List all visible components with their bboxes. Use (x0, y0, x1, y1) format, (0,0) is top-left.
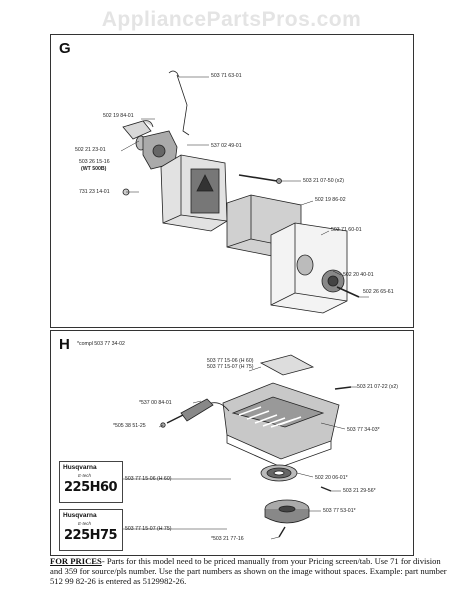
part-label: 503 21 07-50 (x2) (303, 178, 344, 184)
badge-part-label: 503 77 15-07 (H 75) (125, 526, 172, 532)
part-label: *505 38 51-25 (113, 423, 146, 429)
starter-rope (210, 402, 230, 412)
center-screw (278, 526, 286, 538)
part-label: 731 23 14-01 (79, 189, 110, 195)
brand-name: Husqvarna (63, 464, 97, 471)
part-label: 502 20 40-01 (343, 272, 374, 278)
choke-rod (168, 70, 190, 136)
assembly-note: *compl 503 77 34-02 (77, 341, 125, 347)
part-label: 503 71 63-01 (211, 73, 242, 79)
knob-screw (336, 286, 360, 298)
part-label: *537 00 84-01 (139, 400, 172, 406)
section-g-letter: G (59, 40, 71, 57)
section-g-exploded-diagram (120, 70, 369, 314)
site-watermark: AppliancePartsPros.com (101, 8, 362, 31)
part-label: 502 19 84-01 (103, 113, 134, 119)
pricing-text: - Parts for this model need to be priced… (50, 556, 447, 587)
part-label: 502 20 06-01* (315, 475, 348, 481)
screw-long-a (238, 174, 278, 182)
brand-name: Husqvarna (63, 512, 97, 519)
part-label: 503 71 60-01 (331, 227, 362, 233)
part-label: 537 02 49-01 (211, 143, 242, 149)
part-label: 503 21 07-22 (x2) (357, 384, 398, 390)
model-badge-h75: Husqvarna E-tech 225H75 (59, 509, 123, 551)
inlet-fitting (122, 120, 154, 140)
section-h-panel: H *compl 503 77 34-02 (50, 330, 414, 556)
brand-tagline: E-tech (78, 521, 92, 526)
part-label: 503 77 15-07 (H 75) (207, 364, 254, 370)
part-label: *503 21 77-16 (211, 536, 244, 542)
part-label: 503 21 29-56* (343, 488, 376, 494)
starter-decal (259, 354, 315, 376)
starter-handle (180, 398, 214, 422)
model-number: 225H60 (64, 480, 118, 495)
pricing-instructions: FOR PRICES- Parts for this model need to… (50, 556, 450, 587)
part-label: 503 77 34-03* (347, 427, 380, 433)
brand-tagline: E-tech (78, 473, 92, 478)
section-h-letter: H (59, 336, 70, 353)
badge-part-label: 503 77 15-06 (H 60) (125, 476, 172, 482)
part-label: 503 26 15-16 (79, 159, 110, 165)
pricing-heading: FOR PRICES (50, 556, 102, 566)
model-number: 225H75 (64, 528, 118, 543)
part-label: 502 21 23-01 (75, 147, 106, 153)
part-label: 502 26 65-61 (363, 289, 394, 295)
housing-screw (334, 386, 352, 390)
part-label: 503 77 53-01* (323, 508, 356, 514)
section-g-panel: G (50, 34, 414, 328)
part-label: 503 77 15-06 (H 60) (207, 358, 254, 364)
model-badge-h60: Husqvarna E-tech 225H60 (59, 461, 123, 503)
section-h-exploded-diagram (123, 354, 357, 540)
part-label: 502 19 86-02 (315, 197, 346, 203)
part-label: (WT 500B) (81, 166, 107, 172)
